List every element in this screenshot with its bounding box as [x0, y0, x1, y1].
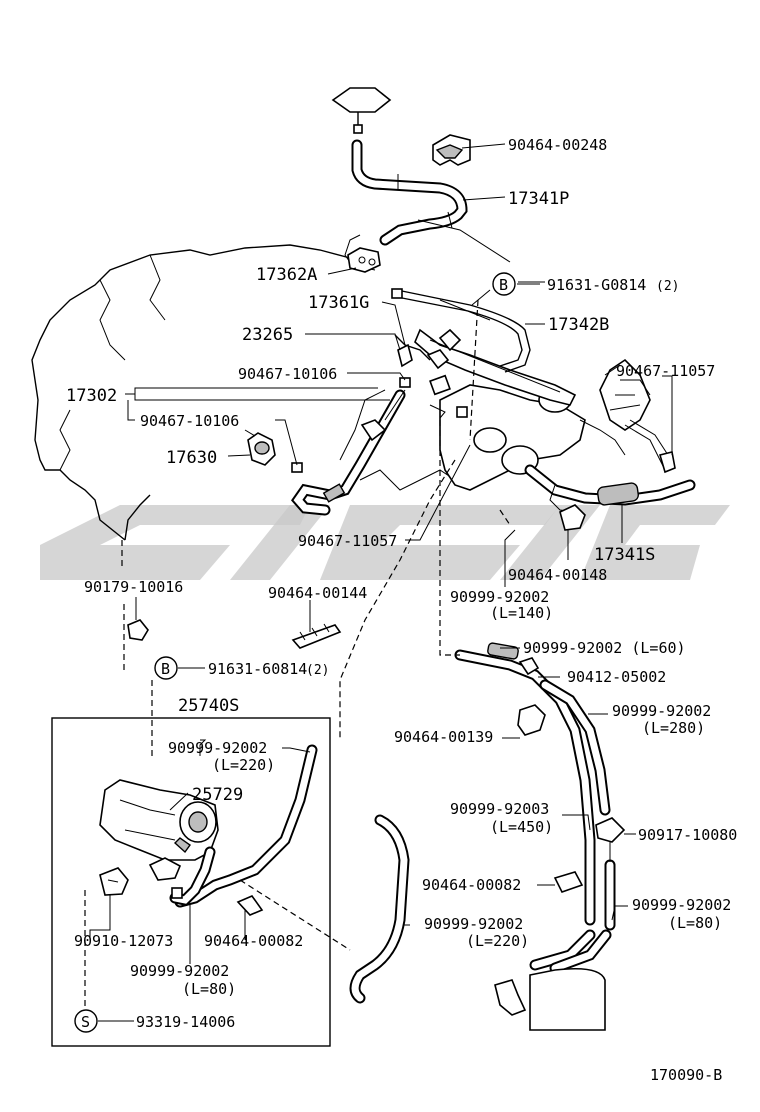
label-17362a: 17362A	[256, 265, 317, 285]
label-90467-11057-mid: 90467-11057	[298, 532, 397, 550]
watermark-logo	[40, 505, 730, 580]
label-17302: 17302	[66, 386, 117, 406]
hose-17341p	[331, 87, 511, 271]
label-17630: 17630	[166, 448, 217, 468]
label-17342b: 17342B	[548, 315, 609, 335]
label-90464-00148: 90464-00148	[508, 566, 607, 584]
label-90910-12073: 90910-12073	[74, 932, 173, 950]
canister-box	[51, 717, 331, 1047]
label-90999-92002-l220b: 90999-92002	[424, 915, 523, 933]
callout-b-top: B	[492, 272, 516, 296]
label-91631-g0814-qty: (2)	[656, 279, 679, 294]
hose-17341s	[524, 419, 696, 513]
callout-b-top-letter: B	[499, 276, 508, 294]
label-91631-60814-qty: (2)	[306, 663, 329, 678]
label-17341s: 17341S	[594, 545, 655, 565]
label-90999-92002-l80-left-len: (L=80)	[182, 980, 236, 998]
label-90467-11057-top: 90467-11057	[616, 362, 715, 380]
label-90999-92002-l220a-len: (L=220)	[212, 756, 275, 774]
dashed-connections	[84, 299, 511, 1010]
label-90467-10106-a: 90467-10106	[238, 365, 337, 383]
callout-b-left: B	[154, 656, 178, 680]
label-17341p: 17341P	[508, 189, 569, 209]
label-90464-00248: 90464-00248	[508, 136, 607, 154]
parts-left-small	[127, 619, 342, 649]
label-90179-10016: 90179-10016	[84, 578, 183, 596]
label-90999-92002-l80-right-len: (L=80)	[668, 914, 722, 932]
label-90999-92002-l80-right: 90999-92002	[632, 896, 731, 914]
clamp-90464-00148-icon	[559, 504, 586, 531]
hose-long-right	[454, 642, 626, 1031]
callout-b-left-letter: B	[161, 660, 170, 678]
label-90464-00139: 90464-00139	[394, 728, 493, 746]
label-90999-92002-l280-len: (L=280)	[642, 719, 705, 737]
label-90999-92003-len: (L=450)	[490, 818, 553, 836]
label-90917-10080: 90917-10080	[638, 826, 737, 844]
label-25740s: 25740S	[178, 696, 239, 716]
label-90999-92002-l220a: 90999-92002	[168, 739, 267, 757]
label-90464-00082-right: 90464-00082	[422, 876, 521, 894]
label-90464-00144: 90464-00144	[268, 584, 367, 602]
label-90999-92002-l140-len: (L=140)	[490, 604, 553, 622]
label-90464-00082-left: 90464-00082	[204, 932, 303, 950]
diagram-reference: 170090-B	[650, 1066, 722, 1084]
hose-90999-92002-l220	[349, 814, 410, 1004]
callout-s-letter: S	[81, 1013, 90, 1031]
callout-s: S	[74, 1009, 98, 1033]
label-91631-g0814: 91631-G0814	[547, 276, 646, 294]
leader-lines	[89, 143, 673, 1022]
label-90412-05002: 90412-05002	[567, 668, 666, 686]
label-23265: 23265	[242, 325, 293, 345]
label-25729: 25729	[192, 785, 243, 805]
label-17361g: 17361G	[308, 293, 369, 313]
fittings-17361g-23265	[394, 328, 462, 370]
label-91631-60814: 91631-60814	[208, 660, 307, 678]
label-90999-92003: 90999-92003	[450, 800, 549, 818]
vsv-17630-icon	[244, 429, 276, 466]
label-90999-92002-l220b-len: (L=220)	[466, 932, 529, 950]
label-90999-92002-l140: 90999-92002	[450, 588, 549, 606]
label-90999-92002-l60: 90999-92002 (L=60)	[523, 639, 686, 657]
clamp-90464-00248-icon	[432, 134, 471, 166]
label-90467-10106-b: 90467-10106	[140, 412, 239, 430]
label-90999-92002-l80-left: 90999-92002	[130, 962, 229, 980]
bracket-17362a-icon	[347, 247, 381, 273]
pipe-17342b	[391, 288, 531, 373]
pipe-17302	[291, 377, 411, 516]
intake-assembly	[414, 328, 651, 491]
label-90999-92002-l280: 90999-92002	[612, 702, 711, 720]
label-93319-14006: 93319-14006	[136, 1013, 235, 1031]
part-labels: 90464-00248 17341P 17362A B 91631-G0814 …	[66, 136, 737, 1084]
engine-outline	[31, 244, 456, 570]
